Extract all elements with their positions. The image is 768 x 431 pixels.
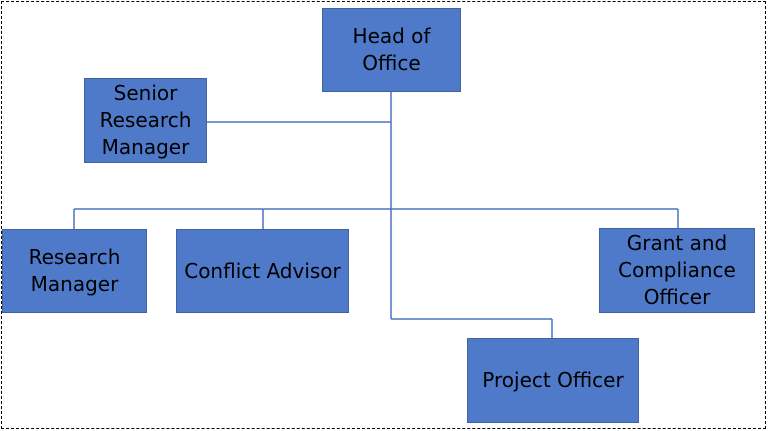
node-research-manager: Research Manager bbox=[2, 229, 147, 313]
node-conflict-advisor: Conflict Advisor bbox=[176, 229, 349, 313]
node-project-officer: Project Officer bbox=[467, 338, 639, 423]
node-head-of-office: Head of Office bbox=[322, 8, 461, 92]
node-head-of-office-label: Head of Office bbox=[352, 24, 431, 75]
node-senior-research-manager-label: Senior Research Manager bbox=[99, 81, 192, 159]
node-grant-and-compliance-officer-label: Grant and Compliance Officer bbox=[618, 231, 736, 309]
node-grant-and-compliance-officer: Grant and Compliance Officer bbox=[599, 228, 755, 313]
node-project-officer-label: Project Officer bbox=[482, 368, 624, 392]
node-research-manager-label: Research Manager bbox=[28, 245, 121, 296]
node-conflict-advisor-label: Conflict Advisor bbox=[184, 258, 341, 283]
node-senior-research-manager: Senior Research Manager bbox=[84, 78, 207, 163]
